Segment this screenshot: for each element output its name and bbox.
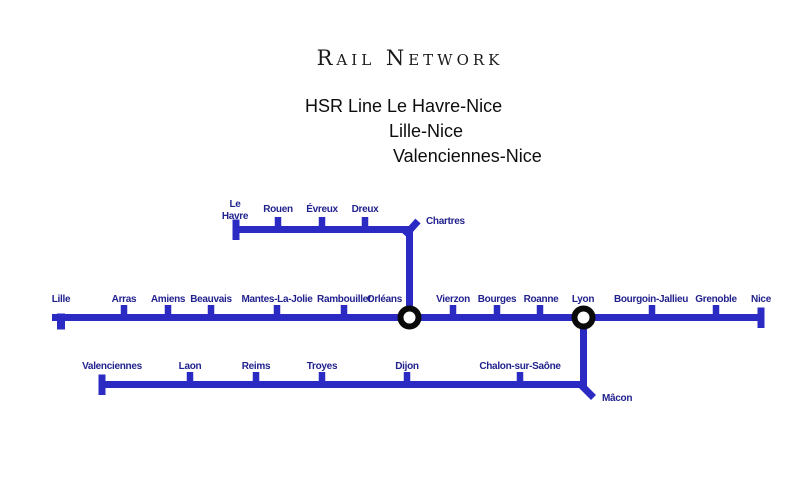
- station-tick: [361, 217, 369, 230]
- station-laon: Laon: [179, 361, 202, 385]
- station-amiens: Amiens: [151, 294, 186, 318]
- station-chartres: Chartres: [402, 216, 466, 238]
- terminal-bar: [57, 313, 65, 330]
- station-label-dreux: Dreux: [352, 204, 380, 215]
- station-label-vierzon: Vierzon: [436, 294, 470, 305]
- terminal-bar: [757, 307, 765, 328]
- station-orleans: Orléans: [367, 294, 403, 305]
- station-label-troyes: Troyes: [307, 361, 338, 372]
- station-label-roanne: Roanne: [524, 294, 560, 305]
- station-vierzon: Vierzon: [436, 294, 470, 318]
- station-label-valenciennes: Valenciennes: [82, 361, 143, 372]
- station-arras: Arras: [112, 294, 137, 318]
- station-tick: [273, 305, 281, 318]
- station-tick: [164, 305, 172, 318]
- station-troyes: Troyes: [307, 361, 338, 385]
- station-label-rouen: Rouen: [263, 204, 293, 215]
- station-tick: [186, 372, 194, 385]
- station-mantes-la-jolie: Mantes-La-Jolie: [241, 294, 314, 318]
- page-title: Rail Network: [316, 46, 504, 70]
- station-tick: [318, 217, 326, 230]
- station-nice: Nice: [751, 294, 772, 328]
- station-label-chalon-sur-saone: Chalon-sur-Saône: [479, 361, 561, 372]
- station-label-nice: Nice: [751, 294, 772, 305]
- interchange-orleans: [397, 305, 422, 330]
- station-lyon: Lyon: [572, 294, 595, 305]
- station-tick: [340, 305, 348, 318]
- subtitle-line-2: Lille-Nice: [389, 121, 464, 141]
- station-chalon-sur-saone: Chalon-sur-Saône: [479, 361, 562, 385]
- station-tick: [403, 372, 411, 385]
- station-label-evreux: Évreux: [306, 202, 338, 215]
- station-grenoble: Grenoble: [695, 294, 738, 318]
- station-label-reims: Reims: [242, 361, 271, 372]
- route-valenciennes-macon-branch: [99, 317, 587, 388]
- station-label-bourgoin-jallieu: Bourgoin-Jallieu: [614, 294, 688, 305]
- station-label-beauvais: Beauvais: [190, 294, 232, 305]
- station-tick: [318, 372, 326, 385]
- station-evreux: Évreux: [306, 202, 339, 230]
- station-rouen: Rouen: [263, 204, 293, 230]
- station-bourgoin-jallieu: Bourgoin-Jallieu: [614, 294, 689, 318]
- interchange-lyon: [571, 305, 596, 330]
- station-tick: [648, 305, 656, 318]
- corner-stub: [402, 218, 421, 238]
- station-reims: Reims: [242, 361, 271, 385]
- subtitle-line-1: HSR Line Le Havre-Nice: [305, 96, 503, 116]
- station-macon: Mâcon: [579, 383, 633, 404]
- station-tick: [252, 372, 260, 385]
- station-dijon: Dijon: [395, 361, 419, 385]
- station-label-lyon: Lyon: [572, 294, 595, 305]
- station-label-macon: Mâcon: [602, 393, 632, 404]
- station-roanne: Roanne: [524, 294, 560, 318]
- corner-stub: [579, 383, 596, 400]
- station-label-grenoble: Grenoble: [695, 294, 737, 305]
- station-label-laon: Laon: [179, 361, 202, 372]
- station-label-chartres: Chartres: [426, 216, 465, 227]
- station-label-orleans: Orléans: [367, 294, 403, 305]
- station-label-amiens: Amiens: [151, 294, 186, 305]
- station-label-lille: Lille: [52, 294, 71, 305]
- station-label-arras: Arras: [112, 294, 137, 305]
- station-label-bourges: Bourges: [478, 294, 517, 305]
- station-bourges: Bourges: [478, 294, 517, 318]
- interchanges: [397, 305, 596, 330]
- station-rambouillet: Rambouillet: [317, 294, 372, 318]
- station-label-mantes-la-jolie: Mantes-La-Jolie: [241, 294, 313, 305]
- station-tick: [516, 372, 524, 385]
- station-beauvais: Beauvais: [190, 294, 233, 318]
- station-lille: Lille: [52, 294, 71, 330]
- station-label-dijon: Dijon: [395, 361, 419, 372]
- station-tick: [274, 217, 282, 230]
- station-tick: [120, 305, 128, 318]
- station-valenciennes: Valenciennes: [82, 361, 143, 395]
- terminal-bar: [232, 219, 240, 240]
- station-label-rambouillet: Rambouillet: [317, 294, 372, 305]
- station-tick: [449, 305, 457, 318]
- station-tick: [536, 305, 544, 318]
- station-tick: [207, 305, 215, 318]
- station-tick: [712, 305, 720, 318]
- terminal-bar: [98, 374, 106, 395]
- station-dreux: Dreux: [352, 204, 380, 230]
- station-tick: [493, 305, 501, 318]
- subtitle-line-3: Valenciennes-Nice: [393, 146, 542, 166]
